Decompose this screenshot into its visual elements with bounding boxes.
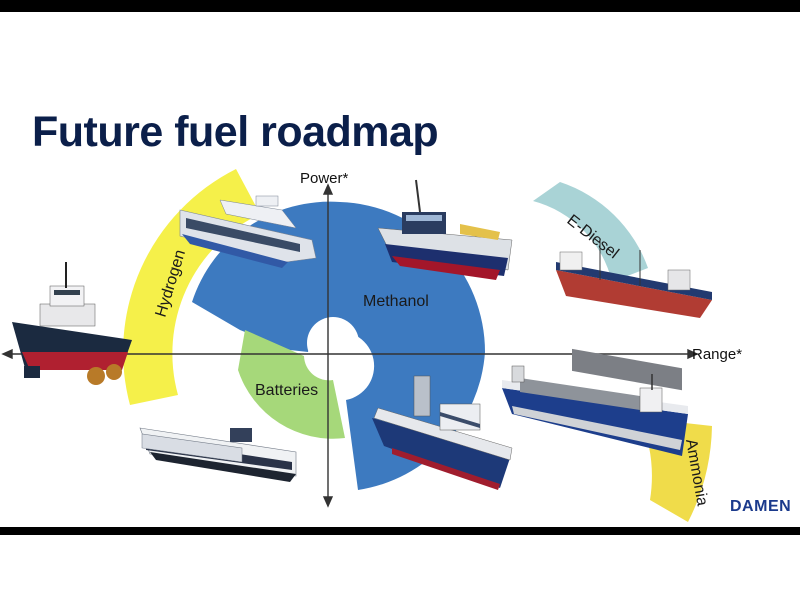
bottom-border — [0, 527, 800, 535]
batteries-region — [238, 330, 345, 439]
x-axis-arrow-right — [687, 348, 699, 360]
fast-ferry-image — [179, 195, 317, 268]
x-axis-label: Range* — [692, 346, 743, 363]
y-axis-label: Power* — [300, 170, 349, 187]
center-hole — [307, 317, 359, 369]
cargo-ship-image — [502, 365, 688, 456]
crew-transfer-vessel-image — [377, 179, 513, 280]
y-axis-arrow-down — [322, 496, 334, 508]
damen-logo: DAMEN — [730, 498, 792, 515]
y-axis-arrow-up — [322, 183, 334, 195]
top-border — [0, 0, 800, 12]
slide-title: Future fuel roadmap — [32, 108, 439, 156]
x-axis-arrow-left — [1, 348, 13, 360]
ediesel-band — [533, 182, 648, 282]
batteries-label: Batteries — [255, 382, 318, 399]
methanol-label: Methanol — [363, 293, 429, 310]
electric-ferry-image — [139, 427, 297, 482]
tug-boat-image — [12, 262, 132, 385]
offshore-support-vessel-image — [372, 375, 513, 490]
cable-layer-ship-image — [556, 240, 712, 391]
